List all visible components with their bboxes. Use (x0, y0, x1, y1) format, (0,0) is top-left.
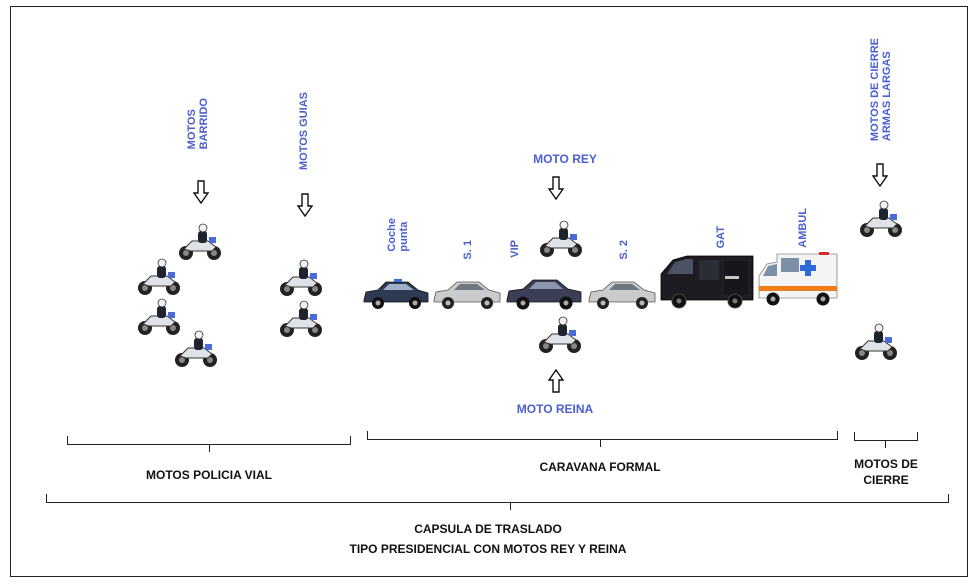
police-car-icon (363, 279, 429, 309)
ambulance-icon (758, 252, 838, 306)
police-motorcycle-icon (179, 223, 221, 260)
bracket-center-tick (209, 444, 210, 452)
label-s2: S. 2 (618, 240, 630, 260)
police-motorcycle-icon (138, 298, 180, 335)
label-moto-rey: MOTO REY (533, 152, 597, 166)
label-moto-reina: MOTO REINA (516, 402, 594, 416)
police-motorcycle-icon (539, 316, 581, 353)
bracket-caravana-formal (367, 431, 838, 440)
diagram-frame (10, 6, 968, 577)
bracket-center-tick (510, 502, 511, 510)
arrow-down-icon (872, 163, 888, 187)
label-coche-punta-line1: Coche (386, 218, 398, 252)
arrow-down-icon (548, 176, 564, 200)
label-ambul-text: AMBUL (797, 208, 809, 248)
vip-car-icon (506, 279, 582, 310)
sedan-s2-icon (588, 281, 656, 309)
title-line1: CAPSULA DE TRASLADO (414, 522, 562, 536)
label-coche-punta-line2: punta (398, 221, 410, 252)
bracket-capsula-de-traslado (46, 494, 949, 503)
label-ambul: AMBUL (797, 208, 809, 248)
gat-truck-icon (660, 255, 754, 309)
label-motos-cierre-line2: ARMAS LARGAS (881, 51, 893, 142)
police-motorcycle-icon (138, 258, 180, 295)
label-vip: VIP (509, 240, 521, 258)
sedan-s1-icon (433, 281, 501, 309)
group-label-caravana-formal: CARAVANA FORMAL (539, 460, 661, 474)
label-motos-guias: MOTOS GUIAS (298, 92, 310, 170)
label-motos-guias-text: MOTOS GUIAS (298, 92, 310, 171)
police-motorcycle-icon (860, 200, 902, 237)
label-s1: S. 1 (462, 240, 474, 260)
title-line2: TIPO PRESIDENCIAL CON MOTOS REY Y REINA (349, 542, 627, 556)
police-motorcycle-icon (175, 330, 217, 367)
police-motorcycle-icon (855, 323, 897, 360)
label-motos-cierre-line1: MOTOS DE CIERRE (869, 38, 881, 142)
label-s1-text: S. 1 (462, 240, 474, 260)
group-label-motos-policia-vial: MOTOS POLICIA VIAL (145, 468, 272, 482)
label-motos-barrido-line2: BARRIDO (198, 98, 210, 150)
group-label-motos-de-cierre: MOTOS DE CIERRE (836, 456, 936, 488)
arrow-down-icon (193, 180, 209, 204)
label-vip-text: VIP (509, 240, 521, 258)
arrow-up-icon (548, 369, 564, 393)
police-motorcycle-icon (280, 259, 322, 296)
label-s2-text: S. 2 (618, 240, 630, 260)
group-label-motos-de-cierre-line1: MOTOS DE (854, 457, 918, 471)
police-motorcycle-icon (280, 300, 322, 337)
label-motos-barrido-line1: MOTOS (186, 109, 198, 150)
label-motos-cierre: MOTOS DE CIERRE ARMAS LARGAS (869, 38, 893, 141)
bracket-center-tick (885, 440, 886, 448)
label-gat-text: GAT (715, 226, 727, 249)
bracket-motos-de-cierre (854, 432, 918, 441)
police-motorcycle-icon (540, 220, 582, 257)
label-motos-barrido: MOTOS BARRIDO (186, 98, 210, 149)
label-coche-punta: Coche punta (386, 218, 410, 252)
label-gat: GAT (715, 226, 727, 248)
arrow-down-icon (297, 193, 313, 217)
group-label-motos-de-cierre-line2: CIERRE (863, 473, 909, 487)
bracket-center-tick (600, 439, 601, 447)
